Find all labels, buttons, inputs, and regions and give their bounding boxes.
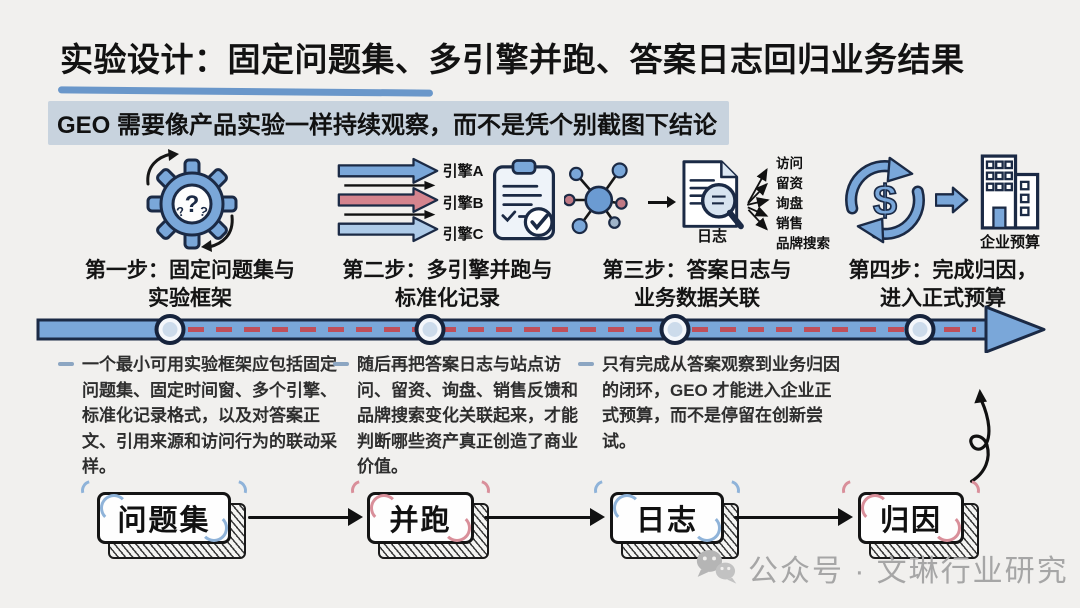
flow-box-attribution: 归因 — [838, 476, 984, 559]
timeline-nodes — [154, 314, 936, 345]
corner-arc — [370, 494, 398, 522]
output-labels: 访问 留资 询盘 销售 品牌搜索 — [776, 152, 830, 252]
step-3-title-line1: 第三步：答案日志与 — [602, 259, 792, 282]
svg-text:?: ? — [175, 203, 186, 219]
corner-arc — [933, 514, 961, 542]
step-2-card: 引擎A 引擎B 引擎C 第二步：多引擎并跑与 标 — [330, 150, 565, 314]
bullet-item-1: 一个最小可用实验框架应包括固定问题集、固定时间窗、多个引擎、标准化记录格式，以及… — [58, 352, 342, 480]
engine-b-label: 引擎B — [442, 194, 484, 212]
flow-arrow-2 — [484, 508, 605, 526]
title-underline-brush — [57, 86, 434, 97]
bullet-item-2: 随后再把答案日志与站点访问、留资、询盘、销售反馈和品牌搜索变化关联起来，才能判断… — [333, 352, 585, 480]
step-4-card: $ — [832, 150, 1054, 314]
bullet-1-text: 一个最小可用实验框架应包括固定问题集、固定时间窗、多个引擎、标准化记录格式，以及… — [82, 355, 337, 476]
svg-text:$: $ — [873, 176, 897, 224]
svg-text:?: ? — [185, 191, 200, 218]
step-3-title: 第三步：答案日志与 业务数据关联 — [603, 257, 792, 314]
engine-c-label: 引擎C — [442, 226, 484, 243]
page-title: 实验设计：固定问题集、多引擎并跑、答案日志回归业务结果 — [60, 41, 965, 78]
timeline-arrow — [36, 305, 1048, 358]
output-visit-label: 访问 — [776, 156, 803, 171]
step-1-title: 第一步：固定问题集与 实验框架 — [85, 257, 295, 314]
bullet-dash-icon — [333, 362, 349, 366]
company-building-icon: 企业预算 — [975, 152, 1045, 252]
bullet-item-3: 只有完成从答案观察到业务归因的闭环，GEO 才能进入企业正式预算，而不是停留在创… — [578, 352, 846, 454]
step-3-card: 日志 访问 留资 询盘 — [562, 150, 830, 314]
wechat-icon — [696, 547, 738, 590]
output-sales-label: 销售 — [776, 216, 803, 231]
bullet-dash-icon — [578, 362, 594, 366]
corner-arc — [861, 494, 889, 522]
output-inquiry-label: 询盘 — [776, 196, 803, 211]
right-fat-arrow-icon — [934, 184, 969, 221]
step-4-title-line1: 第四步：完成归因， — [848, 259, 1038, 282]
money-cycle-icon: $ — [841, 156, 929, 249]
corner-arc — [443, 514, 471, 542]
step-2-title-line1: 第二步：多引擎并跑与 — [342, 259, 553, 282]
step-1-title-line2: 实验框架 — [148, 287, 232, 311]
step-4-title: 第四步：完成归因， 进入正式预算 — [849, 257, 1038, 314]
watermark: 公众号 · 文琳行业研究 — [696, 546, 1069, 590]
engine-labels: 引擎A 引擎B 引擎C — [443, 160, 484, 244]
flow-box-questions: 问题集 — [77, 476, 251, 559]
corner-arc — [200, 514, 228, 542]
corner-arc — [100, 494, 128, 522]
step-2-title: 第二步：多引擎并跑与 标准化记录 — [343, 257, 553, 314]
flow-box-parallel-run: 并跑 — [347, 476, 494, 559]
flow-arrow-1 — [248, 508, 363, 526]
step-4-title-line2: 进入正式预算 — [880, 287, 1006, 311]
log-document-magnifier-icon: 日志 — [678, 158, 746, 246]
step-1-card: ? ? ? 第一步：固定问题集与 实验框架 — [55, 148, 325, 314]
right-mini-arrow-icon — [648, 195, 676, 208]
squiggle-up-arrow-icon — [948, 386, 1006, 491]
flow-arrow-3 — [734, 508, 853, 526]
gear-question-icon: ? ? ? — [138, 148, 242, 257]
flow-box-logs: 日志 — [590, 476, 744, 559]
corner-arc — [613, 494, 641, 522]
log-label: 日志 — [696, 228, 727, 245]
fan-arrows-icon — [746, 150, 774, 255]
budget-label: 企业预算 — [979, 234, 1040, 251]
corner-arc — [693, 514, 721, 542]
step-2-title-line2: 标准化记录 — [395, 287, 500, 311]
output-leads-label: 留资 — [776, 176, 803, 191]
svg-text:?: ? — [198, 203, 209, 219]
watermark-text: 公众号 · 文琳行业研究 — [748, 555, 1069, 588]
network-nodes-icon — [562, 160, 644, 245]
step-1-title-line1: 第一步：固定问题集与 — [85, 259, 295, 282]
bullet-dash-icon — [58, 362, 74, 366]
engine-arrows-icon — [337, 157, 439, 248]
bullet-3-text: 只有完成从答案观察到业务归因的闭环，GEO 才能进入企业正式预算，而不是停留在创… — [602, 355, 840, 451]
subtitle-highlight: GEO 需要像产品实验一样持续观察，而不是凭个别截图下结论 — [48, 101, 730, 145]
engine-a-label: 引擎A — [442, 163, 484, 180]
output-brand-search-label: 品牌搜索 — [776, 236, 830, 251]
clipboard-check-icon — [490, 157, 558, 248]
bullet-2-text: 随后再把答案日志与站点访问、留资、询盘、销售反馈和品牌搜索变化关联起来，才能判断… — [357, 355, 578, 476]
step-3-title-line2: 业务数据关联 — [634, 287, 760, 311]
